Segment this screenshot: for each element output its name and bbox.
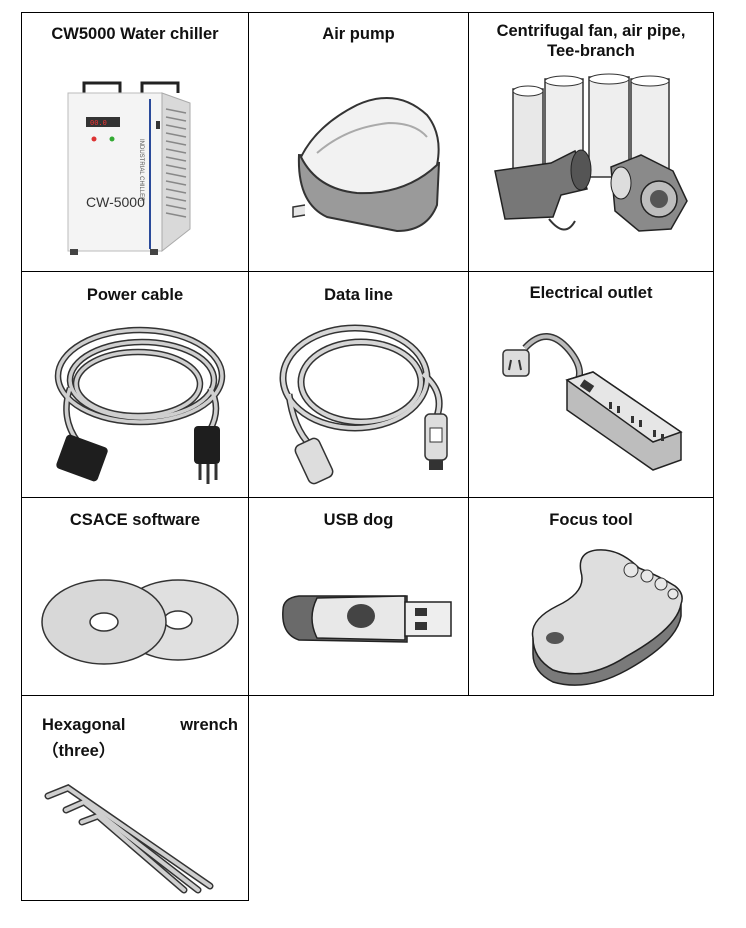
svg-text:INDUSTRIAL CHILLER: INDUSTRIAL CHILLER xyxy=(138,139,144,202)
air-pump-icon xyxy=(292,97,441,233)
item-label-word2: wrench xyxy=(180,716,238,734)
cell-usb-dongle: USB dog xyxy=(249,498,468,695)
item-label: Air pump xyxy=(322,25,395,43)
item-label-line2: （three） xyxy=(42,742,116,760)
item-label-line2: Tee-branch xyxy=(547,42,635,60)
item-label: Data line xyxy=(324,286,393,304)
item-label-word1: Hexagonal xyxy=(42,716,126,734)
svg-text:CW-5000: CW-5000 xyxy=(86,194,145,210)
cell-software: CSACE software xyxy=(22,498,248,695)
cell-electrical-outlet: Electrical outlet xyxy=(469,272,713,497)
centrifugal-fan-icon xyxy=(494,73,688,232)
cell-water-chiller: CW5000 Water chiller 00.0 CW-5000 IND xyxy=(22,13,248,271)
cell-power-cable: Power cable xyxy=(22,272,248,497)
item-label: Hexagonal wrench （three） xyxy=(42,712,238,764)
cell-data-line: Data line xyxy=(249,272,468,497)
focus-tool-icon xyxy=(531,549,683,686)
item-label: Focus tool xyxy=(549,511,633,529)
power-cable-icon xyxy=(54,326,226,484)
item-label: USB dog xyxy=(323,511,394,529)
usb-dongle-icon xyxy=(282,595,452,643)
hex-wrench-icon xyxy=(44,784,214,894)
software-disc-icon xyxy=(41,579,239,665)
water-chiller-icon: 00.0 CW-5000 INDUSTRIAL CHILLER xyxy=(67,81,191,255)
item-label: CSACE software xyxy=(69,511,201,529)
cell-focus-tool: Focus tool xyxy=(469,498,713,695)
data-line-icon xyxy=(279,324,448,485)
cell-hex-wrench: Hexagonal wrench （three） xyxy=(22,696,248,900)
item-label-line1: Centrifugal fan, air pipe, xyxy=(496,22,686,40)
item-label: CW5000 Water chiller xyxy=(51,25,219,43)
cell-centrifugal-fan: Centrifugal fan, air pipe, Tee-branch xyxy=(469,13,713,271)
svg-text:00.0: 00.0 xyxy=(90,119,107,127)
electrical-outlet-icon xyxy=(502,333,683,471)
item-label: Electrical outlet xyxy=(529,284,653,302)
item-label: Power cable xyxy=(86,286,184,304)
cell-air-pump: Air pump xyxy=(249,13,468,271)
